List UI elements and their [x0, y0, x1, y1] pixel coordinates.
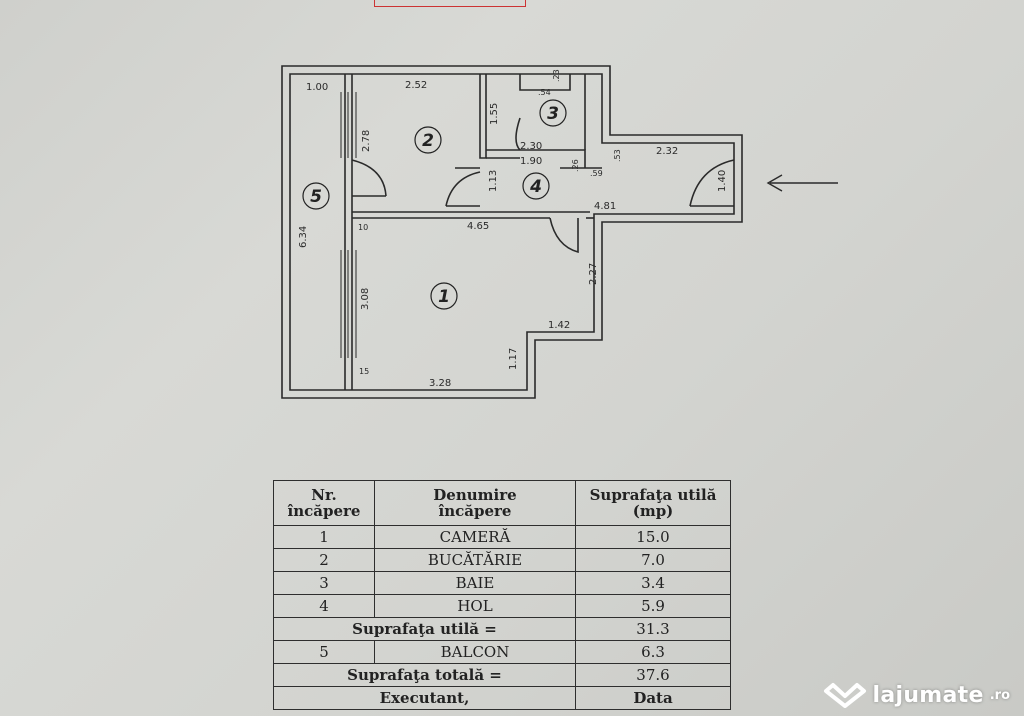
dim-room-right: 2.27	[588, 263, 599, 285]
room-area: 5.9	[575, 594, 731, 618]
dim-door-height: 1.13	[488, 170, 499, 192]
dim-hall-b: 1.90	[520, 156, 542, 167]
room-number-4: 4	[522, 172, 550, 200]
table-header-row: Nr. încăpere Denumire încăpere Suprafaţa…	[273, 480, 731, 526]
dim-room-step: 1.42	[548, 320, 570, 331]
room-number-3: 3	[539, 99, 567, 127]
room-area: 7.0	[575, 548, 731, 572]
signature-row: Executant, Data	[273, 686, 731, 710]
dim-balcony-length: 6.34	[298, 226, 309, 248]
dim-entry-height: 1.40	[717, 170, 728, 192]
dim-room-bottom: 3.28	[429, 378, 451, 389]
header-room-number: Nr. încăpere	[273, 480, 375, 526]
dim-hall-a: 2.30	[520, 141, 542, 152]
room-area: 6.3	[575, 640, 731, 664]
room-nr: 2	[273, 548, 375, 572]
dim-bath-side: 1.55	[489, 103, 500, 125]
dim-small-a: 10	[358, 223, 368, 232]
dim-hall-d: .53	[613, 149, 622, 162]
dim-bath-top: .54	[538, 88, 551, 97]
room-nr: 3	[273, 571, 375, 595]
room-nr: 4	[273, 594, 375, 618]
table-row: 1 CAMERĂ 15.0	[273, 525, 731, 549]
dim-balcony-width: 1.00	[306, 82, 328, 93]
dim-kitchen-width: 2.52	[405, 80, 427, 91]
table-row: 4 HOL 5.9	[273, 594, 731, 618]
room-name: CAMERĂ	[374, 525, 576, 549]
header-useful-area: Suprafaţa utilă (mp)	[575, 480, 731, 526]
room-area: 15.0	[575, 525, 731, 549]
room-name: BUCĂTĂRIE	[374, 548, 576, 572]
watermark-logo: lajumate .ro	[823, 682, 1010, 708]
room-area: 3.4	[575, 571, 731, 595]
room-name: BAIE	[374, 571, 576, 595]
useful-area-label: Suprafaţa utilă =	[273, 617, 576, 641]
room-nr: 1	[273, 525, 375, 549]
room-number-5: 5	[302, 182, 330, 210]
svg-text:4: 4	[529, 177, 542, 197]
dim-kitchen-height: 2.78	[361, 130, 372, 152]
watermark-brand: lajumate	[872, 682, 984, 708]
total-area-value: 37.6	[575, 663, 731, 687]
useful-area-value: 31.3	[575, 617, 731, 641]
useful-area-total-row: Suprafaţa utilă = 31.3	[273, 617, 731, 641]
total-area-label: Suprafaţa totală =	[273, 663, 576, 687]
table-row: 5 BALCON 6.3	[273, 640, 731, 664]
executant-label: Executant,	[273, 686, 576, 710]
watermark-tld: .ro	[989, 687, 1010, 703]
table-row: 2 BUCĂTĂRIE 7.0	[273, 548, 731, 572]
svg-text:2: 2	[422, 131, 434, 151]
dim-hall-c: .26	[571, 159, 580, 172]
entry-arrow-icon	[766, 174, 838, 192]
dim-room-side: 3.08	[360, 288, 371, 310]
table-row: 3 BAIE 3.4	[273, 571, 731, 595]
dim-hall-f: .59	[590, 169, 603, 178]
dim-hall-e: 2.32	[656, 146, 678, 157]
total-area-row: Suprafaţa totală = 37.6	[273, 663, 731, 687]
dim-hall-bottom: 4.81	[594, 201, 616, 212]
svg-text:1: 1	[438, 287, 450, 307]
room-name: BALCON	[374, 640, 576, 664]
dim-bath-top2: .23	[552, 69, 561, 82]
floor-plan: 1.00 2.52 .54 .23 1.55 2.78 2.30 1.90 .2…	[281, 65, 838, 399]
dim-room-top: 4.65	[467, 221, 489, 232]
red-stamp-edge	[374, 0, 526, 7]
date-label: Data	[575, 686, 731, 710]
dim-small-b: 15	[359, 367, 369, 376]
heart-logo-icon	[823, 683, 866, 708]
svg-text:3: 3	[547, 104, 559, 124]
svg-text:5: 5	[310, 187, 322, 207]
room-number-1: 1	[430, 282, 458, 310]
dim-room-step-height: 1.17	[508, 348, 519, 370]
room-number-2: 2	[414, 126, 442, 154]
room-nr: 5	[273, 640, 375, 664]
room-name: HOL	[374, 594, 576, 618]
room-area-table: Nr. încăpere Denumire încăpere Suprafaţa…	[273, 480, 731, 710]
header-room-name: Denumire încăpere	[374, 480, 576, 526]
